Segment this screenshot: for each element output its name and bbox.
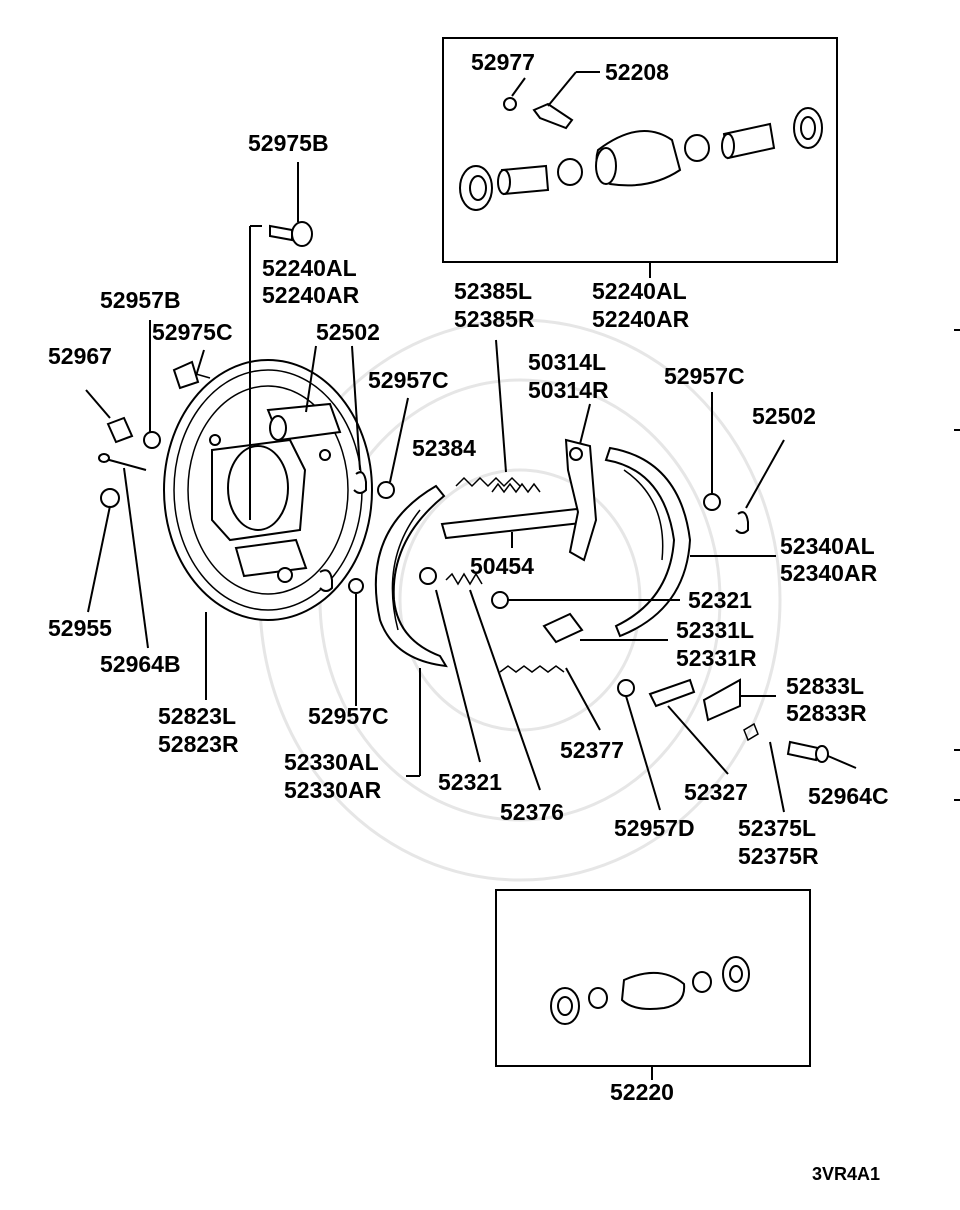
label-52833R: 52833R xyxy=(786,700,867,726)
label-52975C: 52975C xyxy=(152,319,233,345)
label-52240AL-box: 52240AL xyxy=(592,278,687,304)
label-52321-right: 52321 xyxy=(688,587,752,613)
label-52964C: 52964C xyxy=(808,783,889,809)
wheel-cylinder-kit-box xyxy=(442,37,838,278)
label-52375L: 52375L xyxy=(738,815,816,841)
label-52833L: 52833L xyxy=(786,673,864,699)
label-50314L: 50314L xyxy=(528,349,606,375)
label-52957C-upper: 52957C xyxy=(368,367,449,393)
label-52327: 52327 xyxy=(684,779,748,805)
part-labels: 52977 52208 52975B 52240AL 52240AR 52957… xyxy=(48,49,889,1184)
label-50314R: 50314R xyxy=(528,377,609,403)
diagram-code: 3VR4A1 xyxy=(812,1164,880,1184)
label-52240AR-box: 52240AR xyxy=(592,306,690,332)
label-52331R: 52331R xyxy=(676,645,757,671)
label-52502-right: 52502 xyxy=(752,403,816,429)
backing-plate xyxy=(163,359,373,621)
left-small-parts xyxy=(85,162,409,706)
label-52385L: 52385L xyxy=(454,278,532,304)
label-52967: 52967 xyxy=(48,343,112,369)
label-52957C-right: 52957C xyxy=(664,363,745,389)
label-52957C-lower: 52957C xyxy=(308,703,389,729)
label-52975B: 52975B xyxy=(248,130,329,156)
label-52321-lower: 52321 xyxy=(438,769,502,795)
wheel-cylinder-repair-kit-box xyxy=(495,889,811,1080)
label-52385R: 52385R xyxy=(454,306,535,332)
label-52957B: 52957B xyxy=(100,287,181,313)
label-52955: 52955 xyxy=(48,615,112,641)
label-52331L: 52331L xyxy=(676,617,754,643)
label-52823L: 52823L xyxy=(158,703,236,729)
label-52330AR: 52330AR xyxy=(284,777,382,803)
label-52964B: 52964B xyxy=(100,651,181,677)
label-52208: 52208 xyxy=(605,59,669,85)
label-52240AR-top: 52240AR xyxy=(262,282,360,308)
label-52240AL-top: 52240AL xyxy=(262,255,357,281)
label-52376: 52376 xyxy=(500,799,564,825)
label-52340AR: 52340AR xyxy=(780,560,878,586)
brake-shoe-left xyxy=(374,484,448,777)
springs-and-strut xyxy=(419,339,857,813)
label-52502-left: 52502 xyxy=(316,319,380,345)
label-50454: 50454 xyxy=(470,553,534,579)
label-52220: 52220 xyxy=(610,1079,674,1105)
label-52384: 52384 xyxy=(412,435,476,461)
label-52330AL: 52330AL xyxy=(284,749,379,775)
label-52340AL: 52340AL xyxy=(780,533,875,559)
label-52377: 52377 xyxy=(560,737,624,763)
label-52375R: 52375R xyxy=(738,843,819,869)
edge-marks xyxy=(954,329,960,801)
label-52957D: 52957D xyxy=(614,815,695,841)
label-52823R: 52823R xyxy=(158,731,239,757)
brake-shoe-right xyxy=(604,446,776,638)
label-52977: 52977 xyxy=(471,49,535,75)
